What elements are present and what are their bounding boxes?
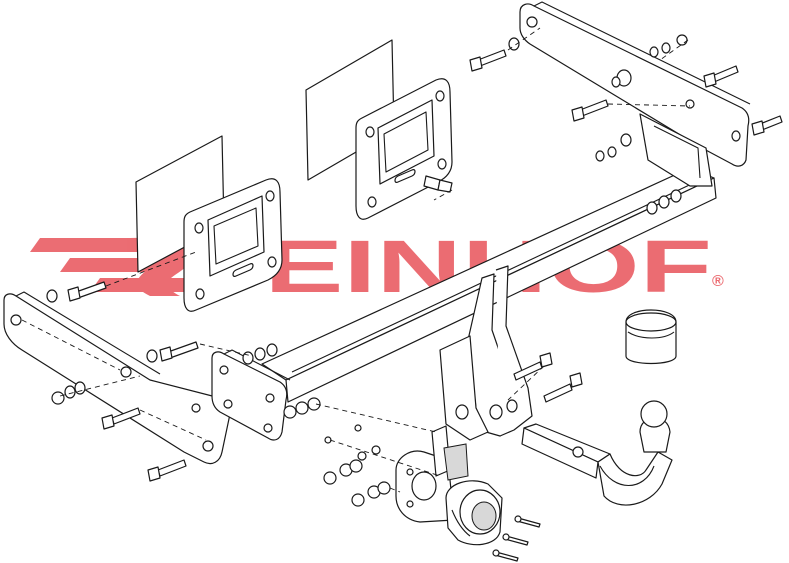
nuts-beam-left-upper bbox=[242, 343, 278, 365]
beam-end-plate-left bbox=[211, 349, 291, 441]
tow-ball-cap bbox=[625, 309, 677, 365]
bolt-left-mid bbox=[146, 341, 199, 363]
bolt-left-upper bbox=[46, 281, 107, 303]
bolt-top-mid bbox=[571, 99, 609, 122]
side-bracket-left bbox=[3, 291, 232, 465]
nuts-left-lower bbox=[51, 381, 86, 405]
spacer-top bbox=[611, 69, 632, 88]
mounting-plate-left bbox=[183, 178, 283, 312]
bolt-right-upper bbox=[703, 65, 739, 88]
socket-screw-3 bbox=[492, 549, 519, 562]
socket-bracket bbox=[395, 425, 469, 523]
nuts-top-right bbox=[649, 34, 688, 58]
bolt-right-lower bbox=[751, 115, 783, 136]
assembly-guide-lines bbox=[59, 27, 691, 493]
socket-screw-1 bbox=[514, 515, 541, 528]
socket-screw-2 bbox=[502, 533, 529, 546]
nuts-beam-right-upper bbox=[595, 133, 632, 162]
nuts-beam-left-lower bbox=[283, 397, 321, 419]
center-drop-bracket bbox=[439, 265, 533, 441]
electrical-socket bbox=[445, 480, 503, 546]
bolt-left-lower-1 bbox=[101, 407, 141, 430]
tow-ball-neck bbox=[521, 400, 673, 506]
bolt-top-left bbox=[469, 37, 520, 72]
bolt-center-upper bbox=[513, 352, 553, 381]
watermark-registered-mark: ® bbox=[712, 273, 724, 290]
bolt-left-lower-2 bbox=[147, 459, 187, 482]
side-bracket-right bbox=[519, 1, 751, 167]
socket-nuts-washers bbox=[323, 424, 391, 507]
bolt-center-lower bbox=[543, 372, 583, 403]
nuts-beam-right-lower bbox=[646, 189, 682, 215]
bolt-small-plate bbox=[423, 175, 453, 193]
